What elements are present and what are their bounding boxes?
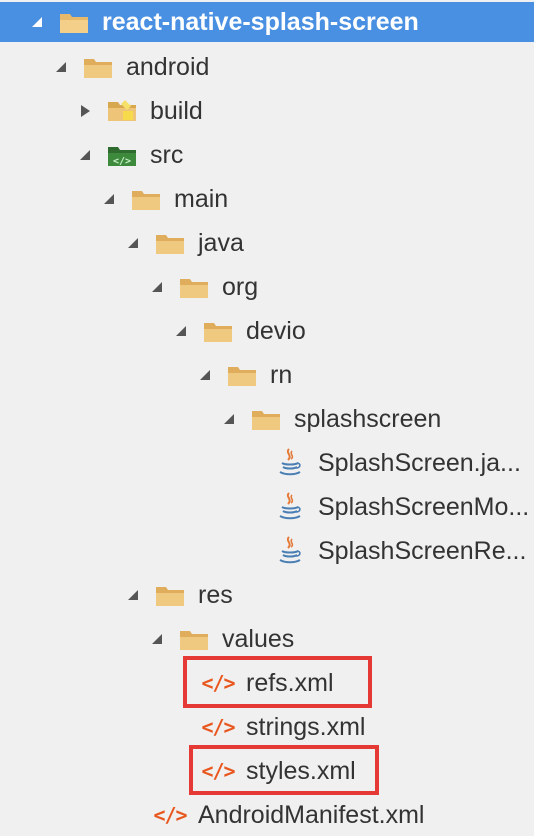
tree-label-main: main (174, 185, 229, 213)
tree-row-styles-xml[interactable]: </> styles.xml (0, 751, 534, 791)
tree-row-splashscreen[interactable]: splashscreen (0, 399, 534, 439)
tree-label-src: src (150, 141, 184, 169)
java-file-icon (274, 492, 306, 520)
tree-label-android: android (126, 53, 210, 81)
expanded-arrow-icon[interactable] (198, 368, 212, 382)
expanded-arrow-icon[interactable] (78, 148, 92, 162)
folder-icon (178, 273, 210, 301)
tree-row-values[interactable]: values (0, 619, 534, 659)
tree-label-values: values (222, 625, 295, 653)
tree-row-main[interactable]: main (0, 179, 534, 219)
expanded-arrow-icon[interactable] (150, 632, 164, 646)
tree-row-devio[interactable]: devio (0, 311, 534, 351)
tree-row-strings-xml[interactable]: </> strings.xml (0, 707, 534, 747)
build-folder-icon (106, 96, 138, 124)
expanded-arrow-icon[interactable] (222, 412, 236, 426)
tree-label-java-file-1: SplashScreen.ja... (318, 449, 521, 477)
folder-icon (202, 317, 234, 345)
tree-label-java-file-3: SplashScreenRe... (318, 537, 527, 565)
tree-label-res: res (198, 581, 233, 609)
tree-label-splashscreen: splashscreen (294, 405, 442, 433)
tree-row-java-file-1[interactable]: SplashScreen.ja... (0, 443, 534, 483)
java-file-icon (274, 536, 306, 564)
tree-label-rn: rn (270, 361, 293, 389)
tree-row-src[interactable]: </> src (0, 135, 534, 175)
tree-row-build[interactable]: build (0, 91, 534, 131)
tree-label-devio: devio (246, 317, 306, 345)
java-file-icon (274, 448, 306, 476)
tree-row-android[interactable]: android (0, 47, 534, 87)
tree-label-java-file-2: SplashScreenMo... (318, 493, 530, 521)
tree-row-java-file-3[interactable]: SplashScreenRe... (0, 531, 534, 571)
expanded-arrow-icon[interactable] (102, 192, 116, 206)
expanded-arrow-icon[interactable] (30, 15, 44, 29)
svg-text:</>: </> (113, 156, 131, 167)
tree-label-root: react-native-splash-screen (102, 8, 419, 36)
tree-row-res[interactable]: res (0, 575, 534, 615)
expanded-arrow-icon[interactable] (126, 236, 140, 250)
tree-label-refs-xml: refs.xml (246, 669, 334, 697)
tree-label-manifest: AndroidManifest.xml (198, 801, 425, 829)
tree-label-strings-xml: strings.xml (246, 713, 366, 741)
highlight-box-styles-xml (189, 745, 379, 795)
tree-row-manifest[interactable]: </> AndroidManifest.xml (0, 795, 534, 835)
expanded-arrow-icon[interactable] (126, 588, 140, 602)
xml-file-icon: </> (201, 715, 235, 739)
tree-row-refs-xml[interactable]: </> refs.xml (0, 663, 534, 703)
source-folder-icon: </> (106, 141, 138, 169)
folder-icon (82, 53, 114, 81)
tree-label-build: build (150, 97, 203, 125)
folder-icon (154, 229, 186, 257)
highlight-box-refs-xml (183, 656, 372, 708)
expanded-arrow-icon[interactable] (150, 280, 164, 294)
tree-row-root[interactable]: react-native-splash-screen (0, 2, 534, 42)
tree-row-java[interactable]: java (0, 223, 534, 263)
folder-icon (130, 185, 162, 213)
collapsed-arrow-icon[interactable] (78, 104, 92, 118)
folder-icon (250, 405, 282, 433)
tree-label-java: java (198, 229, 244, 257)
xml-file-icon: </> (201, 759, 235, 783)
folder-icon (154, 581, 186, 609)
folder-icon (178, 625, 210, 653)
tree-label-styles-xml: styles.xml (246, 757, 356, 785)
tree-label-org: org (222, 273, 259, 301)
xml-file-icon: </> (201, 671, 235, 695)
tree-row-java-file-2[interactable]: SplashScreenMo... (0, 487, 534, 527)
tree-row-org[interactable]: org (0, 267, 534, 307)
xml-file-icon: </> (153, 803, 187, 827)
expanded-arrow-icon[interactable] (174, 324, 188, 338)
expanded-arrow-icon[interactable] (54, 60, 68, 74)
folder-icon (58, 8, 90, 36)
folder-icon (226, 361, 258, 389)
tree-row-rn[interactable]: rn (0, 355, 534, 395)
